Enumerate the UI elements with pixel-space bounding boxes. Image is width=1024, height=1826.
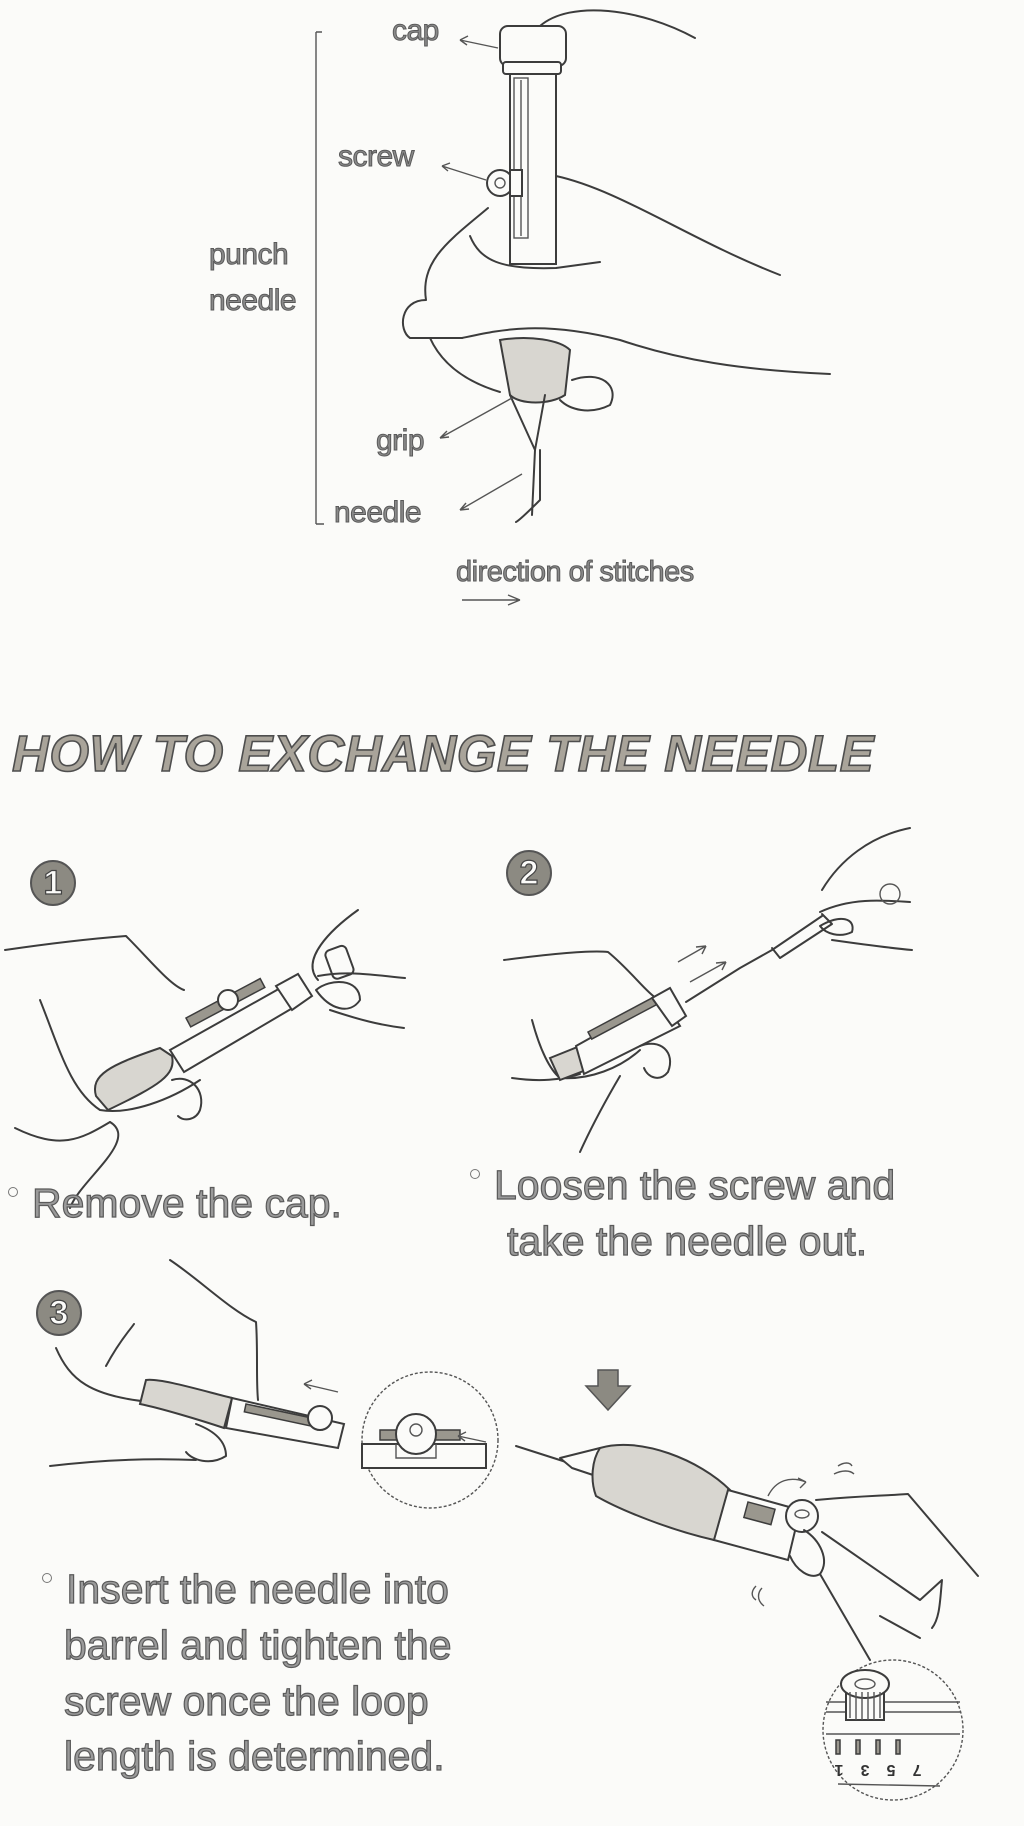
- punch-needle-drawing: [315, 9, 831, 606]
- step-3-drawing: [49, 1259, 499, 1509]
- bullet-icon: [42, 1573, 52, 1584]
- step-3-caption-line-4: length is determined.: [63, 1733, 445, 1780]
- scale-mark-7: 7: [912, 1761, 922, 1778]
- label-direction-of-stitches: direction of stitches: [456, 556, 695, 588]
- bullet-icon: [470, 1169, 480, 1180]
- step-number: 1: [43, 864, 63, 902]
- label-punch-needle-2: needle: [208, 284, 297, 317]
- step-badge-1: 1: [30, 860, 76, 906]
- bullet-icon: [8, 1187, 18, 1198]
- step-number: 2: [519, 854, 539, 892]
- step-1-caption-line-1: Remove the cap.: [31, 1179, 342, 1226]
- step-number: 3: [49, 1294, 69, 1332]
- step-2-drawing: [503, 827, 913, 1153]
- loop-length-scale: 7 5 3 1: [826, 1756, 926, 1778]
- label-screw: screw: [338, 140, 415, 173]
- step-1-caption: Remove the cap.: [8, 1176, 343, 1232]
- step-badge-2: 2: [506, 850, 552, 896]
- step-2-caption-line-2: take the needle out.: [506, 1217, 868, 1264]
- section-title: HOW TO EXCHANGE THE NEEDLE: [11, 724, 875, 783]
- down-arrow-icon: [584, 1369, 632, 1412]
- step-3-caption-line-1: Insert the needle into: [65, 1565, 449, 1612]
- scale-mark-1: 1: [834, 1761, 844, 1778]
- step-3-caption-line-3: screw once the loop: [63, 1677, 429, 1724]
- label-cap: cap: [392, 14, 440, 47]
- label-grip: grip: [375, 424, 425, 457]
- step-2-caption-line-1: Loosen the screw and: [493, 1161, 896, 1208]
- tightened-punch-needle-drawing: [515, 1443, 979, 1801]
- step-3-caption: Insert the needle into barrel and tighte…: [42, 1562, 452, 1785]
- scale-mark-3: 3: [860, 1761, 870, 1778]
- scale-mark-5: 5: [886, 1761, 896, 1778]
- step-badge-3: 3: [36, 1290, 82, 1336]
- label-punch-needle-1: punch: [208, 238, 289, 271]
- step-3-caption-line-2: barrel and tighten the: [63, 1621, 452, 1668]
- step-2-caption: Loosen the screw and take the needle out…: [470, 1158, 896, 1270]
- label-needle: needle: [333, 496, 422, 529]
- step-1-drawing: [4, 909, 406, 1209]
